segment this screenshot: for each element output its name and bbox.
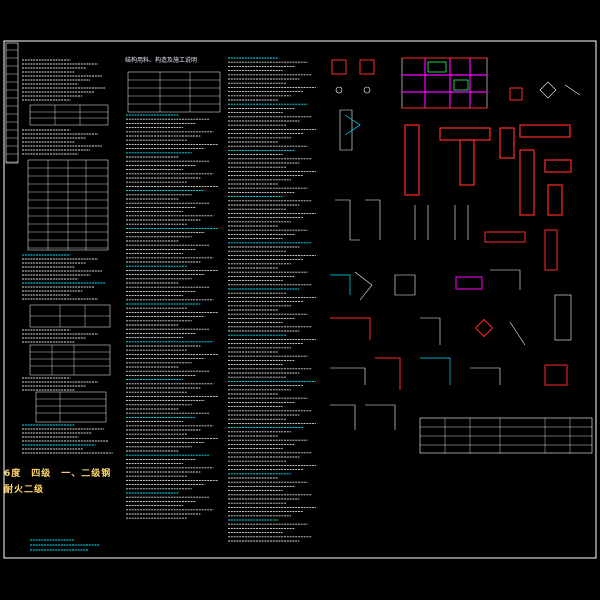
notes-column-2 [126, 114, 218, 519]
notes-column-1 [22, 59, 113, 454]
seismic-grade-note: 6度 四级 一、二级钢 [4, 469, 112, 479]
material-table-5 [35, 391, 107, 423]
material-table-1 [29, 104, 109, 126]
material-table-3 [29, 304, 111, 328]
sheet-border [3, 40, 597, 559]
floor-plan-grid [401, 57, 488, 109]
reinforcement-details [404, 81, 581, 216]
left-strip-lines [6, 49, 18, 163]
title-block [419, 417, 593, 454]
left-title-strip [5, 42, 19, 164]
main-heading: 结构用料、构造及施工说明 [125, 57, 198, 64]
fire-rating-note: 耐火二级 [4, 485, 45, 495]
notes-column-4 [30, 539, 100, 551]
wall-slab-details [330, 199, 572, 430]
material-table-4 [29, 344, 111, 376]
material-table-2 [27, 159, 109, 251]
notes-column-3 [228, 57, 316, 542]
column-section-details [331, 59, 375, 151]
column-2-table [127, 71, 221, 113]
